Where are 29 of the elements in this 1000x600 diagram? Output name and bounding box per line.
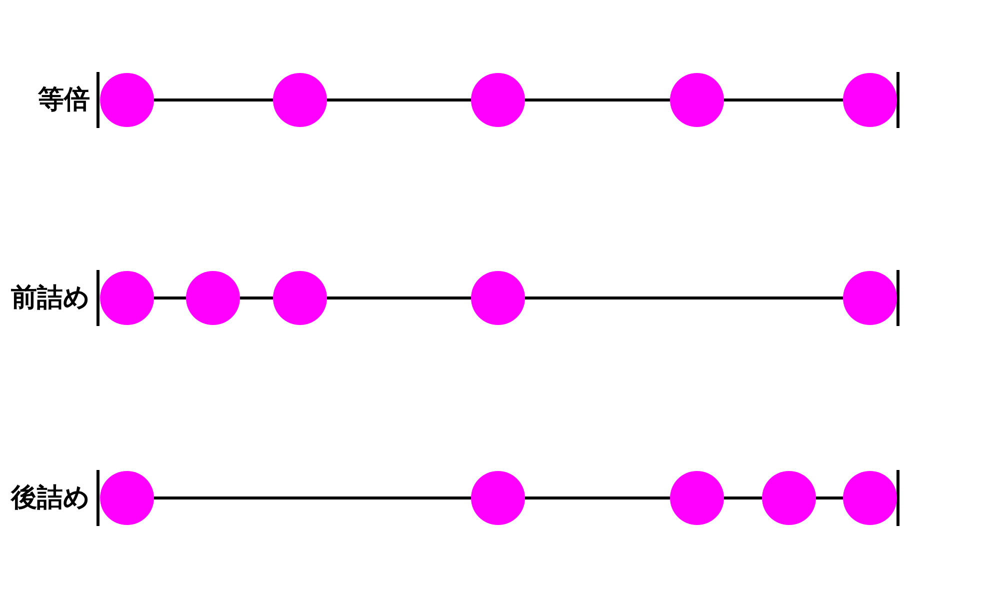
connector-line	[525, 496, 670, 500]
circle-marker	[471, 73, 525, 127]
circle-marker	[100, 73, 154, 127]
circle-marker	[273, 73, 327, 127]
circle-marker	[843, 73, 897, 127]
connector-line	[327, 296, 471, 300]
connector-line	[240, 296, 273, 300]
circle-marker	[471, 271, 525, 325]
connector-line	[724, 496, 762, 500]
circle-marker	[843, 471, 897, 525]
circle-marker	[670, 73, 724, 127]
circle-marker	[186, 271, 240, 325]
connector-line	[724, 98, 843, 102]
circle-marker	[273, 271, 327, 325]
circle-marker	[762, 471, 816, 525]
connector-line	[816, 496, 843, 500]
connector-line	[525, 296, 843, 300]
connector-line	[327, 98, 471, 102]
circle-marker	[100, 471, 154, 525]
row-label: 前詰め	[11, 283, 90, 313]
circle-marker	[670, 471, 724, 525]
row-label: 等倍	[38, 85, 90, 115]
circle-marker	[843, 271, 897, 325]
row-label: 後詰め	[11, 483, 90, 513]
circle-marker	[100, 271, 154, 325]
connector-line	[525, 98, 670, 102]
circle-marker	[471, 471, 525, 525]
connector-line	[154, 98, 273, 102]
connector-line	[154, 296, 186, 300]
